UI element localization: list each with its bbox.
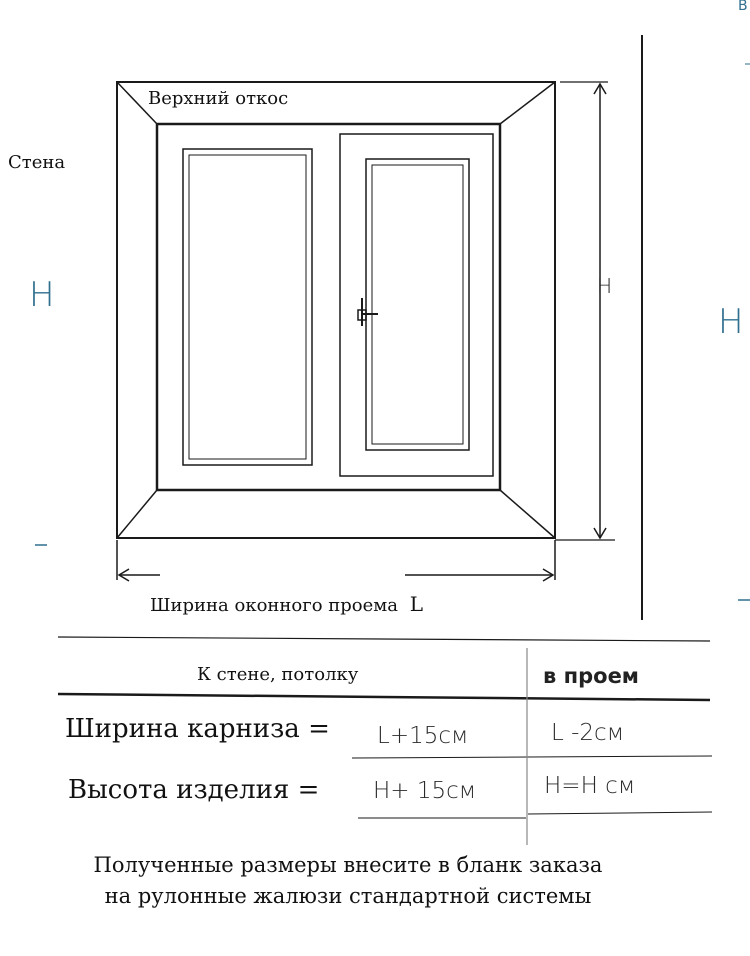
window-handle-icon (357, 298, 378, 326)
measurement-table (57, 636, 713, 845)
height-symbol-right: H (718, 302, 744, 342)
left-sash-outer (182, 148, 313, 466)
right-glass (371, 164, 464, 445)
table-row-2-line-right (527, 811, 713, 815)
table-row-1-line (351, 755, 713, 759)
row-product-height-opening-value: H=H см (544, 773, 635, 799)
row-product-height-wall-value: H+ 15см (373, 778, 476, 804)
top-right-mark: B (738, 0, 748, 14)
table-header-opening: в проем (543, 664, 639, 688)
height-dimension (555, 81, 615, 541)
reveal-line-br (499, 489, 556, 539)
top-reveal-label: Верхний откос (148, 88, 288, 109)
note-line-2: на рулонные жалюзи стандартной системы (105, 884, 592, 908)
height-symbol-left: H (29, 275, 55, 315)
opening-width-text: Ширина оконного проема (150, 595, 398, 616)
height-symbol-dimension: H (597, 274, 612, 298)
left-glass (188, 154, 307, 460)
opening-width-symbol: L (410, 592, 423, 616)
right-sash-inner (365, 158, 470, 451)
table-top-line (57, 636, 711, 642)
row-label-curtain-width: Ширина карниза = (65, 714, 330, 744)
window-drawing (116, 81, 556, 539)
reveal-line-bl (116, 489, 158, 539)
right-sash-outer (339, 133, 494, 477)
opening-width-label: Ширина оконного проема L (150, 592, 423, 616)
window-frame (155, 122, 502, 492)
reveal-line-tl (116, 81, 158, 125)
table-header-line (57, 692, 711, 702)
reveal-line-tr (499, 81, 556, 125)
row-curtain-width-opening-value: L -2см (551, 720, 624, 746)
note-line-1: Полученные размеры внесите в бланк заказ… (94, 853, 603, 877)
row-curtain-width-wall-value: L+15см (377, 723, 468, 749)
outer-opening-frame (116, 81, 556, 539)
table-header-wall: К стене, потолку (197, 664, 359, 685)
wall-label: Стена (8, 152, 65, 173)
row-label-product-height: Высота изделия = (68, 775, 319, 805)
width-dimension (116, 540, 556, 582)
